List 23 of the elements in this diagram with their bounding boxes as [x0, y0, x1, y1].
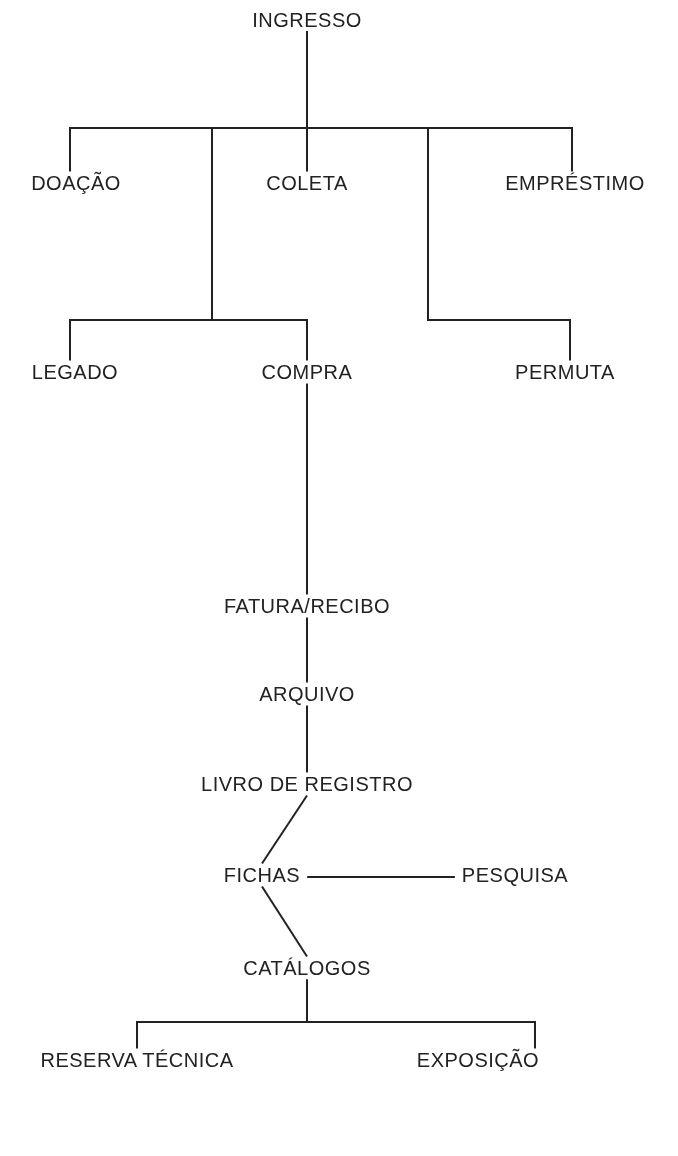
label-text: ARQUIVO	[256, 680, 358, 708]
connector-line	[306, 704, 308, 774]
label-text: LEGADO	[28, 358, 122, 386]
connector-line	[261, 885, 308, 958]
label-text: INGRESSO	[249, 6, 365, 34]
label-text: RESERVA TÉCNICA	[37, 1046, 237, 1074]
label-text: FICHAS	[220, 861, 304, 889]
label-text: COMPRA	[258, 358, 356, 386]
label-text: PERMUTA	[512, 358, 618, 386]
connector-line	[261, 794, 308, 865]
label-text: COLETA	[263, 169, 351, 197]
connector-line	[306, 30, 571, 362]
label-text: PESQUISA	[458, 861, 572, 889]
label-text: DOAÇÃO	[28, 169, 124, 197]
connector-line	[306, 382, 308, 596]
label-text: EMPRÉSTIMO	[502, 169, 648, 197]
label-text: EXPOSIÇÃO	[413, 1046, 543, 1074]
connector-line	[306, 876, 456, 878]
connector-line	[306, 978, 536, 1050]
label-text: CATÁLOGOS	[240, 954, 374, 982]
label-text: LIVRO DE REGISTRO	[198, 770, 416, 798]
connector-line	[306, 616, 308, 684]
label-text: FATURA/RECIBO	[220, 592, 394, 620]
